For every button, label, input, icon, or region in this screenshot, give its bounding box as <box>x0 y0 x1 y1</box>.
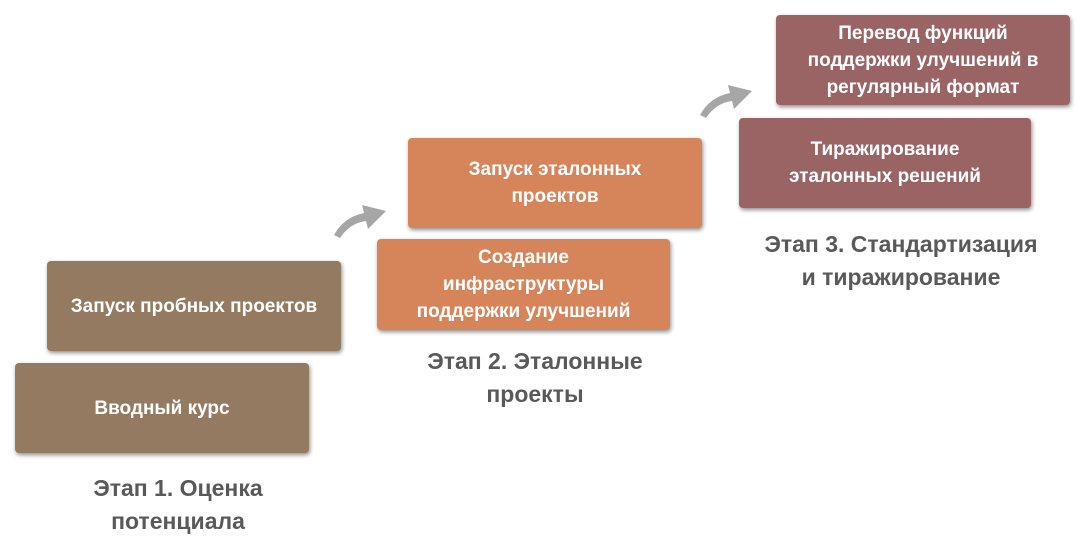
box-line: инфраструктуры <box>442 274 605 295</box>
stage-title-line: Этап 3. Стандартизация <box>764 231 1038 257</box>
stage1-box-pilot-projects: Запуск пробных проектов <box>47 261 341 351</box>
box-line: Вводный курс <box>94 397 230 419</box>
stage2-box-infrastructure: Создание инфраструктуры поддержки улучше… <box>377 239 670 330</box>
box-line: регулярный формат <box>826 76 1020 98</box>
stage3-box-regular-format: Перевод функций поддержки улучшений в ре… <box>776 15 1070 105</box>
box-line: поддержки улучшений в <box>807 49 1039 71</box>
stage3-title: Этап 3. Стандартизация и тиражирование <box>740 228 1062 294</box>
stage2-title: Этап 2. Эталонные проекты <box>384 345 686 411</box>
stage-title-line: потенциала <box>111 508 245 534</box>
stage-title-line: проекты <box>486 381 584 407</box>
box-line: эталонных решений <box>789 166 981 187</box>
stage1-title: Этап 1. Оценка потенциала <box>20 472 336 538</box>
box-line: Перевод функций <box>838 22 1008 44</box>
box-line: Создание <box>478 247 569 268</box>
stage-title-line: Этап 2. Эталонные <box>427 348 643 374</box>
stage-title-line: и тиражирование <box>801 264 1001 290</box>
box-line: поддержки улучшений <box>416 301 631 322</box>
curved-arrow-icon <box>334 205 386 238</box>
box-line: Запуск эталонных <box>468 159 642 180</box>
box-line: проектов <box>511 186 599 207</box>
stage-title-line: Этап 1. Оценка <box>93 475 263 501</box>
stage2-box-reference-projects: Запуск эталонных проектов <box>408 138 702 228</box>
box-line: Тиражирование <box>810 139 960 160</box>
curved-arrow-icon <box>700 85 752 118</box>
stage1-box-intro-course: Вводный курс <box>15 363 309 453</box>
stage3-box-replication: Тиражирование эталонных решений <box>739 118 1031 208</box>
box-line: Запуск пробных проектов <box>70 295 318 317</box>
